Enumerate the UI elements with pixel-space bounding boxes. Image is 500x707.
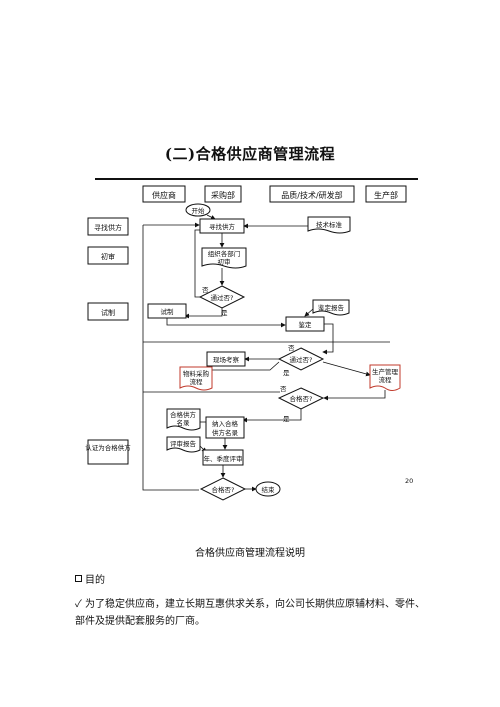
svg-text:纳入合格: 纳入合格 bbox=[212, 419, 239, 428]
svg-text:合格供方: 合格供方 bbox=[170, 410, 197, 419]
node-production-management: 生产管理 流程 bbox=[369, 364, 401, 391]
edge-label-no: 否 bbox=[280, 385, 287, 393]
node-trial: 试制 bbox=[147, 303, 187, 319]
caption: 合格供应商管理流程说明 bbox=[195, 548, 305, 559]
svg-text:名录: 名录 bbox=[177, 418, 191, 427]
edge-label-yes: 是 bbox=[283, 369, 290, 377]
edge-label-yes: 是 bbox=[221, 309, 228, 317]
svg-text:生产管理: 生产管理 bbox=[372, 367, 399, 376]
column-label: 采购部 bbox=[211, 190, 235, 200]
stage-certified: 认证为合格供方 bbox=[85, 439, 131, 465]
svg-text:通过否?: 通过否? bbox=[290, 355, 313, 364]
svg-text:流程: 流程 bbox=[190, 377, 204, 386]
column-label: 品质/技术/研发部 bbox=[281, 190, 342, 200]
column-label: 生产部 bbox=[374, 190, 398, 200]
column-header-supplier: 供应商 bbox=[142, 185, 186, 203]
column-label: 供应商 bbox=[152, 190, 176, 200]
svg-text:开始: 开始 bbox=[192, 206, 206, 215]
node-supplier-list: 合格供方 名录 bbox=[166, 408, 201, 431]
svg-text:试制: 试制 bbox=[161, 307, 175, 316]
stage-initial-review: 初审 bbox=[87, 246, 129, 265]
node-end: 结束 bbox=[255, 481, 281, 497]
svg-text:鉴定报告: 鉴定报告 bbox=[318, 303, 345, 312]
node-site-review: 现场考察 bbox=[206, 351, 246, 367]
node-org-review: 组织各部门 初审 bbox=[201, 247, 247, 269]
title-rule bbox=[95, 178, 418, 180]
stage-trial: 试制 bbox=[87, 302, 129, 321]
column-header-production: 生产部 bbox=[365, 185, 407, 203]
svg-text:物料采购: 物料采购 bbox=[183, 369, 210, 378]
node-start: 开始 bbox=[185, 203, 211, 217]
svg-text:年、季度评审: 年、季度评审 bbox=[204, 454, 243, 463]
square-bullet-icon bbox=[75, 575, 82, 582]
node-tech-standard: 技术标准 bbox=[307, 216, 351, 234]
svg-text:供方名录: 供方名录 bbox=[212, 428, 239, 437]
svg-text:初审: 初审 bbox=[218, 257, 231, 266]
edge-label-no: 否 bbox=[202, 286, 209, 294]
svg-text:现场考察: 现场考察 bbox=[213, 355, 240, 364]
decision-qualified-2: 合格否? bbox=[199, 477, 247, 501]
node-appraisal: 鉴定 bbox=[285, 316, 325, 332]
svg-text:结束: 结束 bbox=[262, 485, 276, 494]
node-appraisal-report: 鉴定报告 bbox=[312, 299, 350, 316]
svg-text:寻找供方: 寻找供方 bbox=[209, 222, 236, 231]
column-header-purchasing: 采购部 bbox=[204, 185, 242, 203]
node-insert-list: 纳入合格 供方名录 bbox=[205, 416, 245, 439]
svg-text:流程: 流程 bbox=[379, 375, 393, 384]
svg-text:通过否?: 通过否? bbox=[211, 293, 234, 302]
svg-text:技术标准: 技术标准 bbox=[316, 220, 343, 229]
svg-text:合格否?: 合格否? bbox=[290, 394, 313, 403]
svg-text:初审: 初审 bbox=[101, 252, 115, 261]
decision-pass-2: 通过否? bbox=[277, 347, 325, 371]
svg-text:认证为合格供方: 认证为合格供方 bbox=[85, 443, 131, 452]
edge-label-yes: 是 bbox=[283, 415, 290, 423]
svg-text:鉴定: 鉴定 bbox=[299, 320, 313, 329]
svg-text:寻找供方: 寻找供方 bbox=[94, 223, 122, 232]
svg-text:试制: 试制 bbox=[101, 308, 115, 317]
page-title: (二)合格供应商管理流程 bbox=[164, 145, 336, 163]
stage-find: 寻找供方 bbox=[87, 217, 129, 236]
svg-text:合格否?: 合格否? bbox=[212, 485, 235, 494]
edge-label-no: 否 bbox=[288, 344, 295, 352]
column-header-quality: 品质/技术/研发部 bbox=[269, 185, 355, 203]
svg-text:评审报告: 评审报告 bbox=[170, 439, 197, 448]
node-eval-report: 评审报告 bbox=[166, 436, 201, 453]
section-heading-text: 目的 bbox=[85, 575, 105, 586]
node-material-procurement: 物料采购 流程 bbox=[179, 366, 213, 391]
page-number: 20 bbox=[405, 477, 413, 485]
section-heading: 目的 bbox=[75, 571, 105, 586]
node-annual-review: 年、季度评审 bbox=[202, 449, 244, 466]
svg-text:组织各部门: 组织各部门 bbox=[208, 249, 241, 258]
node-find-supplier: 寻找供方 bbox=[199, 218, 245, 234]
body-paragraph: ✓ 为了稳定供应商，建立长期互惠供求关系，向公司长期供应原辅材料、零件、部件及提… bbox=[75, 599, 426, 627]
